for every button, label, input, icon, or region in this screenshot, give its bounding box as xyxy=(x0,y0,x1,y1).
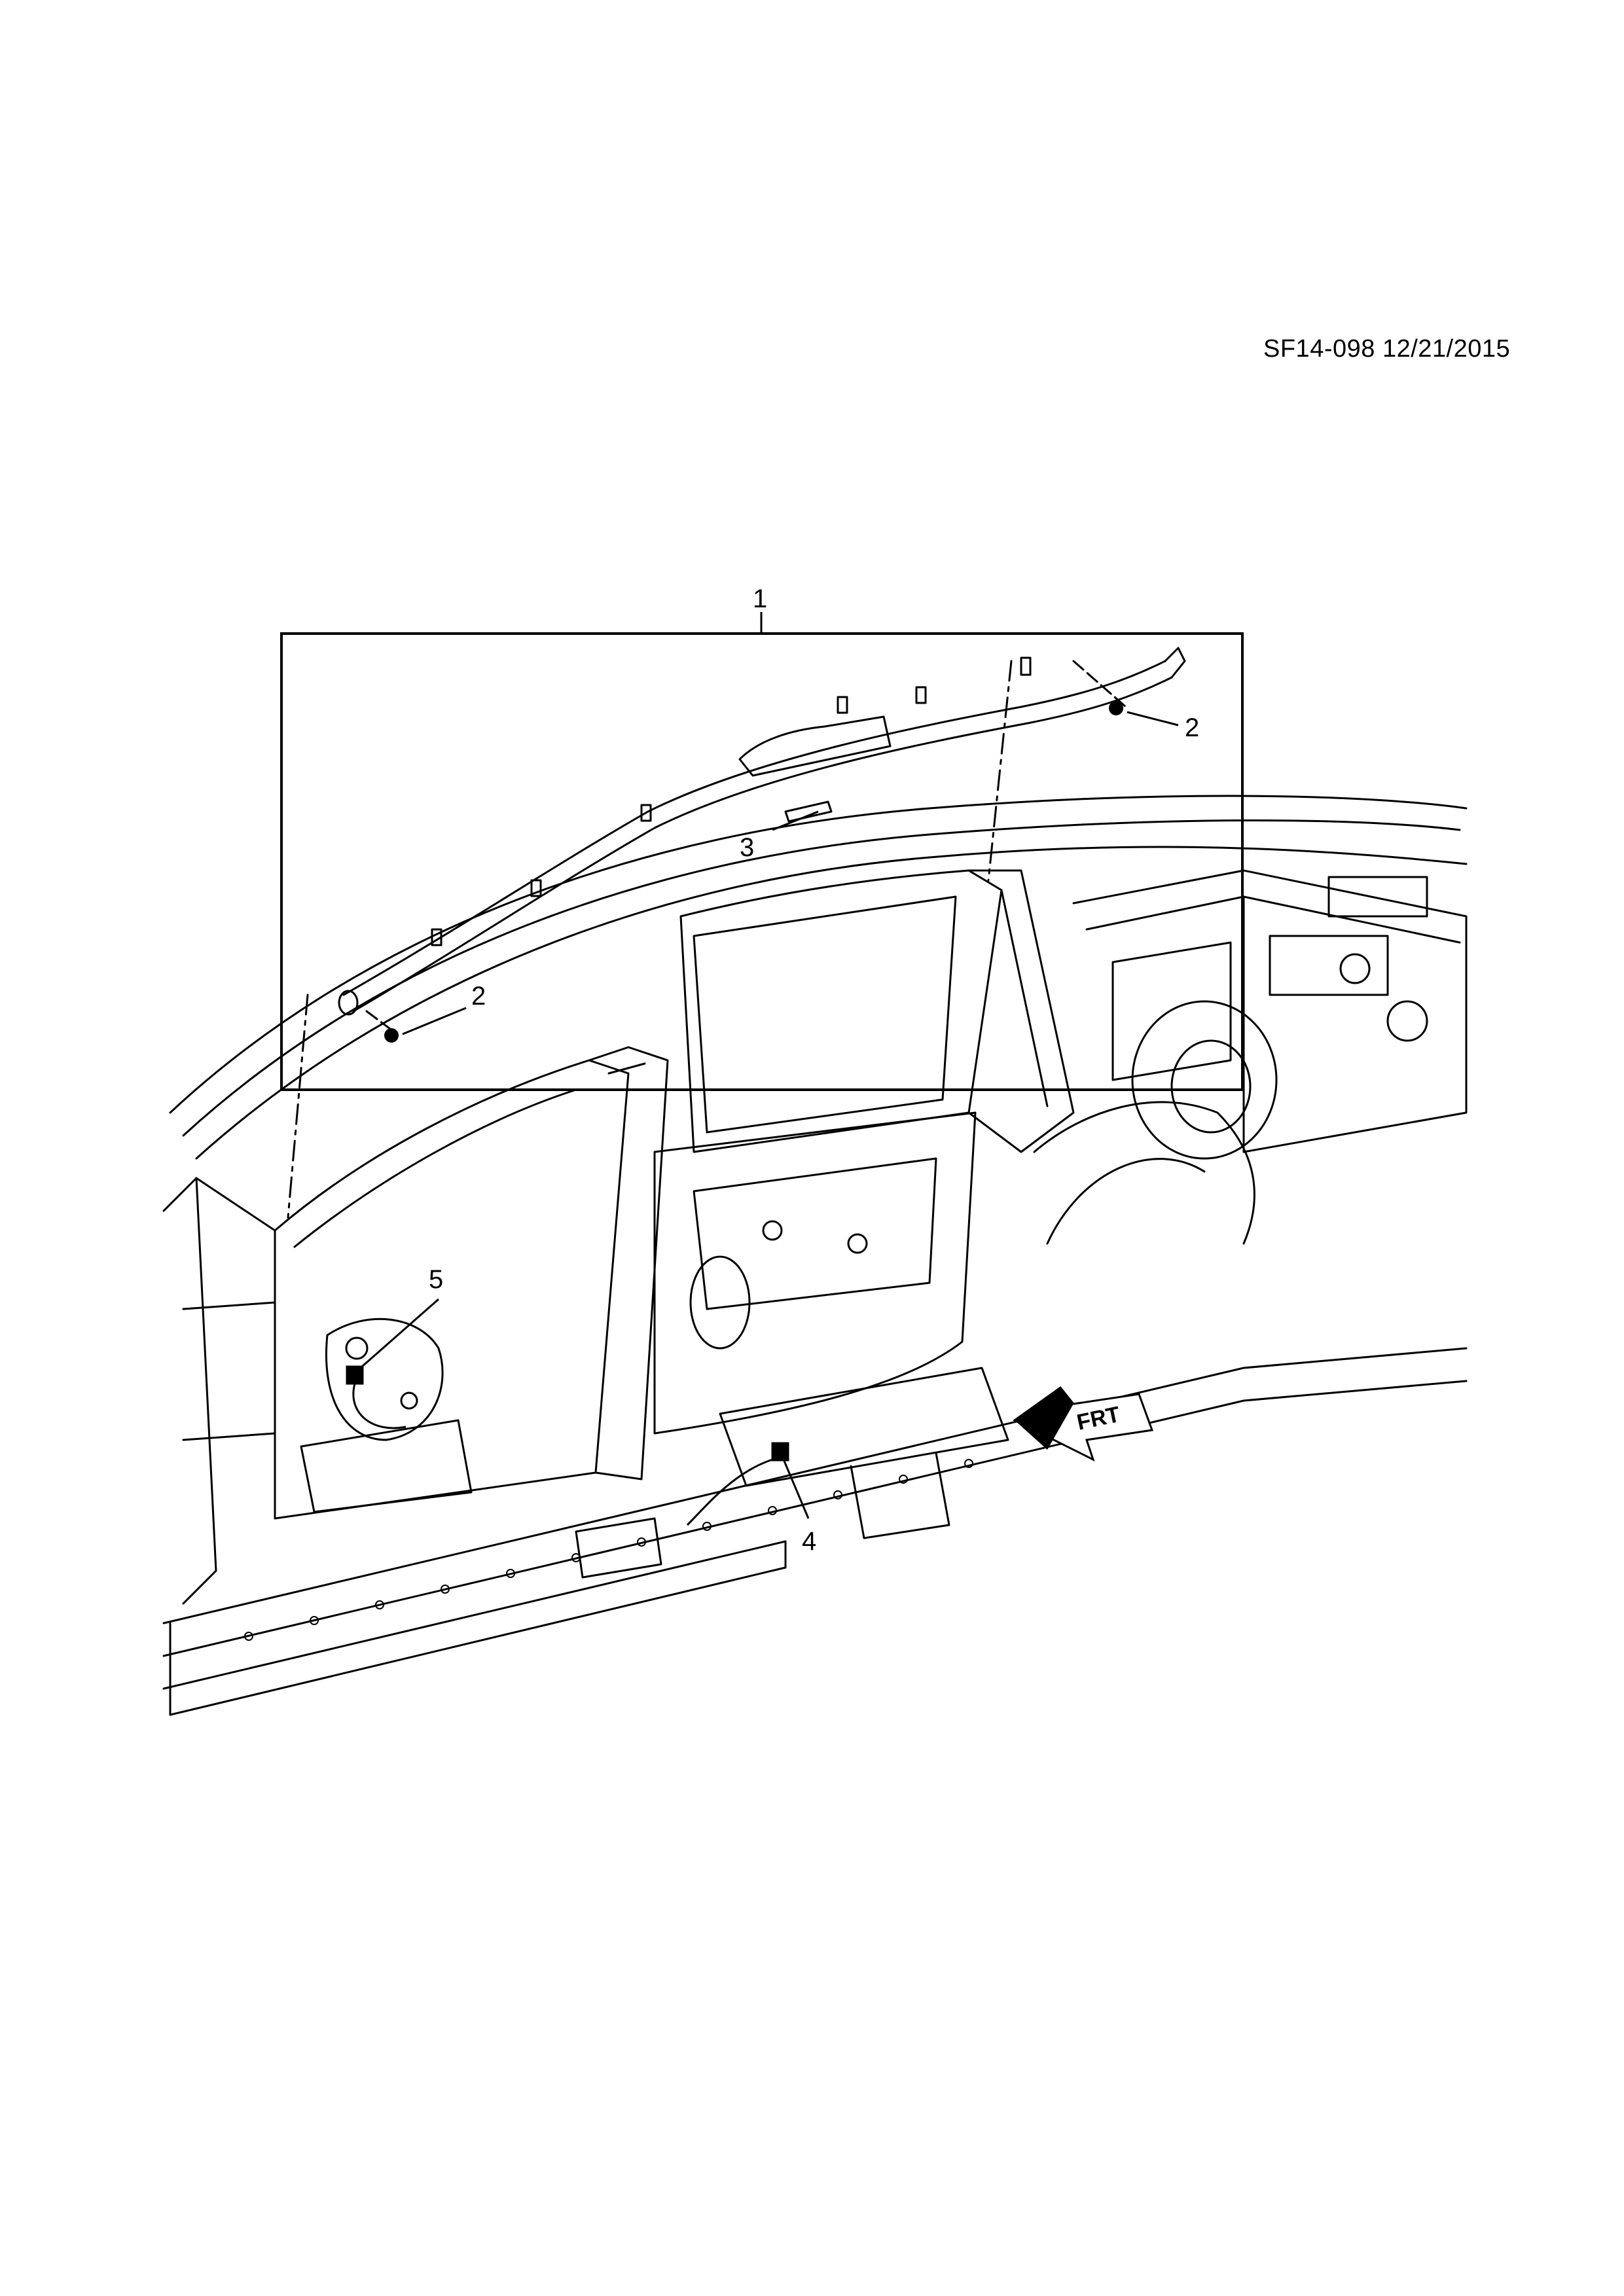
roof-rail-airbag-module xyxy=(287,647,1186,1219)
callout-2-lower: 2 xyxy=(471,982,486,1011)
side-impact-sensors xyxy=(346,1365,789,1526)
vehicle-body-side-structure xyxy=(162,795,1468,1716)
item-1-assembly-box xyxy=(280,612,1244,1091)
fastener-bolts xyxy=(384,701,1123,1043)
callout-4: 4 xyxy=(802,1527,816,1556)
callout-leaders xyxy=(356,711,1179,1519)
callout-labels: 1 2 2 3 4 5 xyxy=(429,584,1199,1556)
drawing-id: SF14-098 12/21/2015 xyxy=(1263,335,1511,363)
callout-3: 3 xyxy=(740,833,754,862)
sill-hole-pattern xyxy=(244,1459,973,1641)
callout-1: 1 xyxy=(753,584,767,613)
callout-5: 5 xyxy=(429,1265,443,1294)
front-direction-arrow: FRT xyxy=(1013,1386,1154,1462)
callout-2-upper: 2 xyxy=(1185,713,1199,742)
